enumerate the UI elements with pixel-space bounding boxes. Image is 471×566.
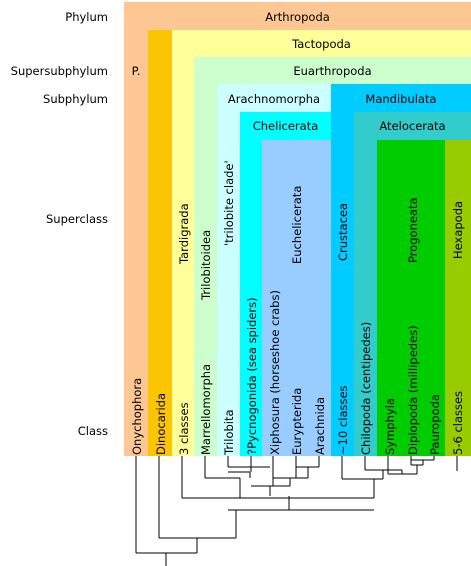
rank-label-subphylum: Subphylum — [43, 92, 108, 106]
rank-label-phylum: Phylum — [65, 10, 108, 24]
label-tactopoda: Tactopoda — [292, 37, 351, 51]
band-hexapoda — [445, 140, 471, 456]
rank-label-supersubphylum: Supersubphylum — [10, 64, 108, 78]
band-progoneata — [377, 140, 445, 456]
band-dinocarida — [148, 30, 172, 456]
label-arachnomorpha: Arachnomorpha — [227, 92, 321, 106]
rank-label-superclass: Superclass — [46, 212, 108, 226]
label-mandibulata: Mandibulata — [365, 92, 437, 106]
rank-label-class: Class — [77, 424, 108, 438]
label-arthropoda: Arthropoda — [265, 10, 330, 24]
label-atelocerata: Atelocerata — [379, 119, 446, 133]
label-euarthropoda: Euarthropoda — [293, 64, 372, 78]
label-chelicerata: Chelicerata — [252, 119, 319, 133]
label-p-abbrev: P. — [131, 64, 141, 78]
band-euchelicerata — [262, 140, 331, 456]
